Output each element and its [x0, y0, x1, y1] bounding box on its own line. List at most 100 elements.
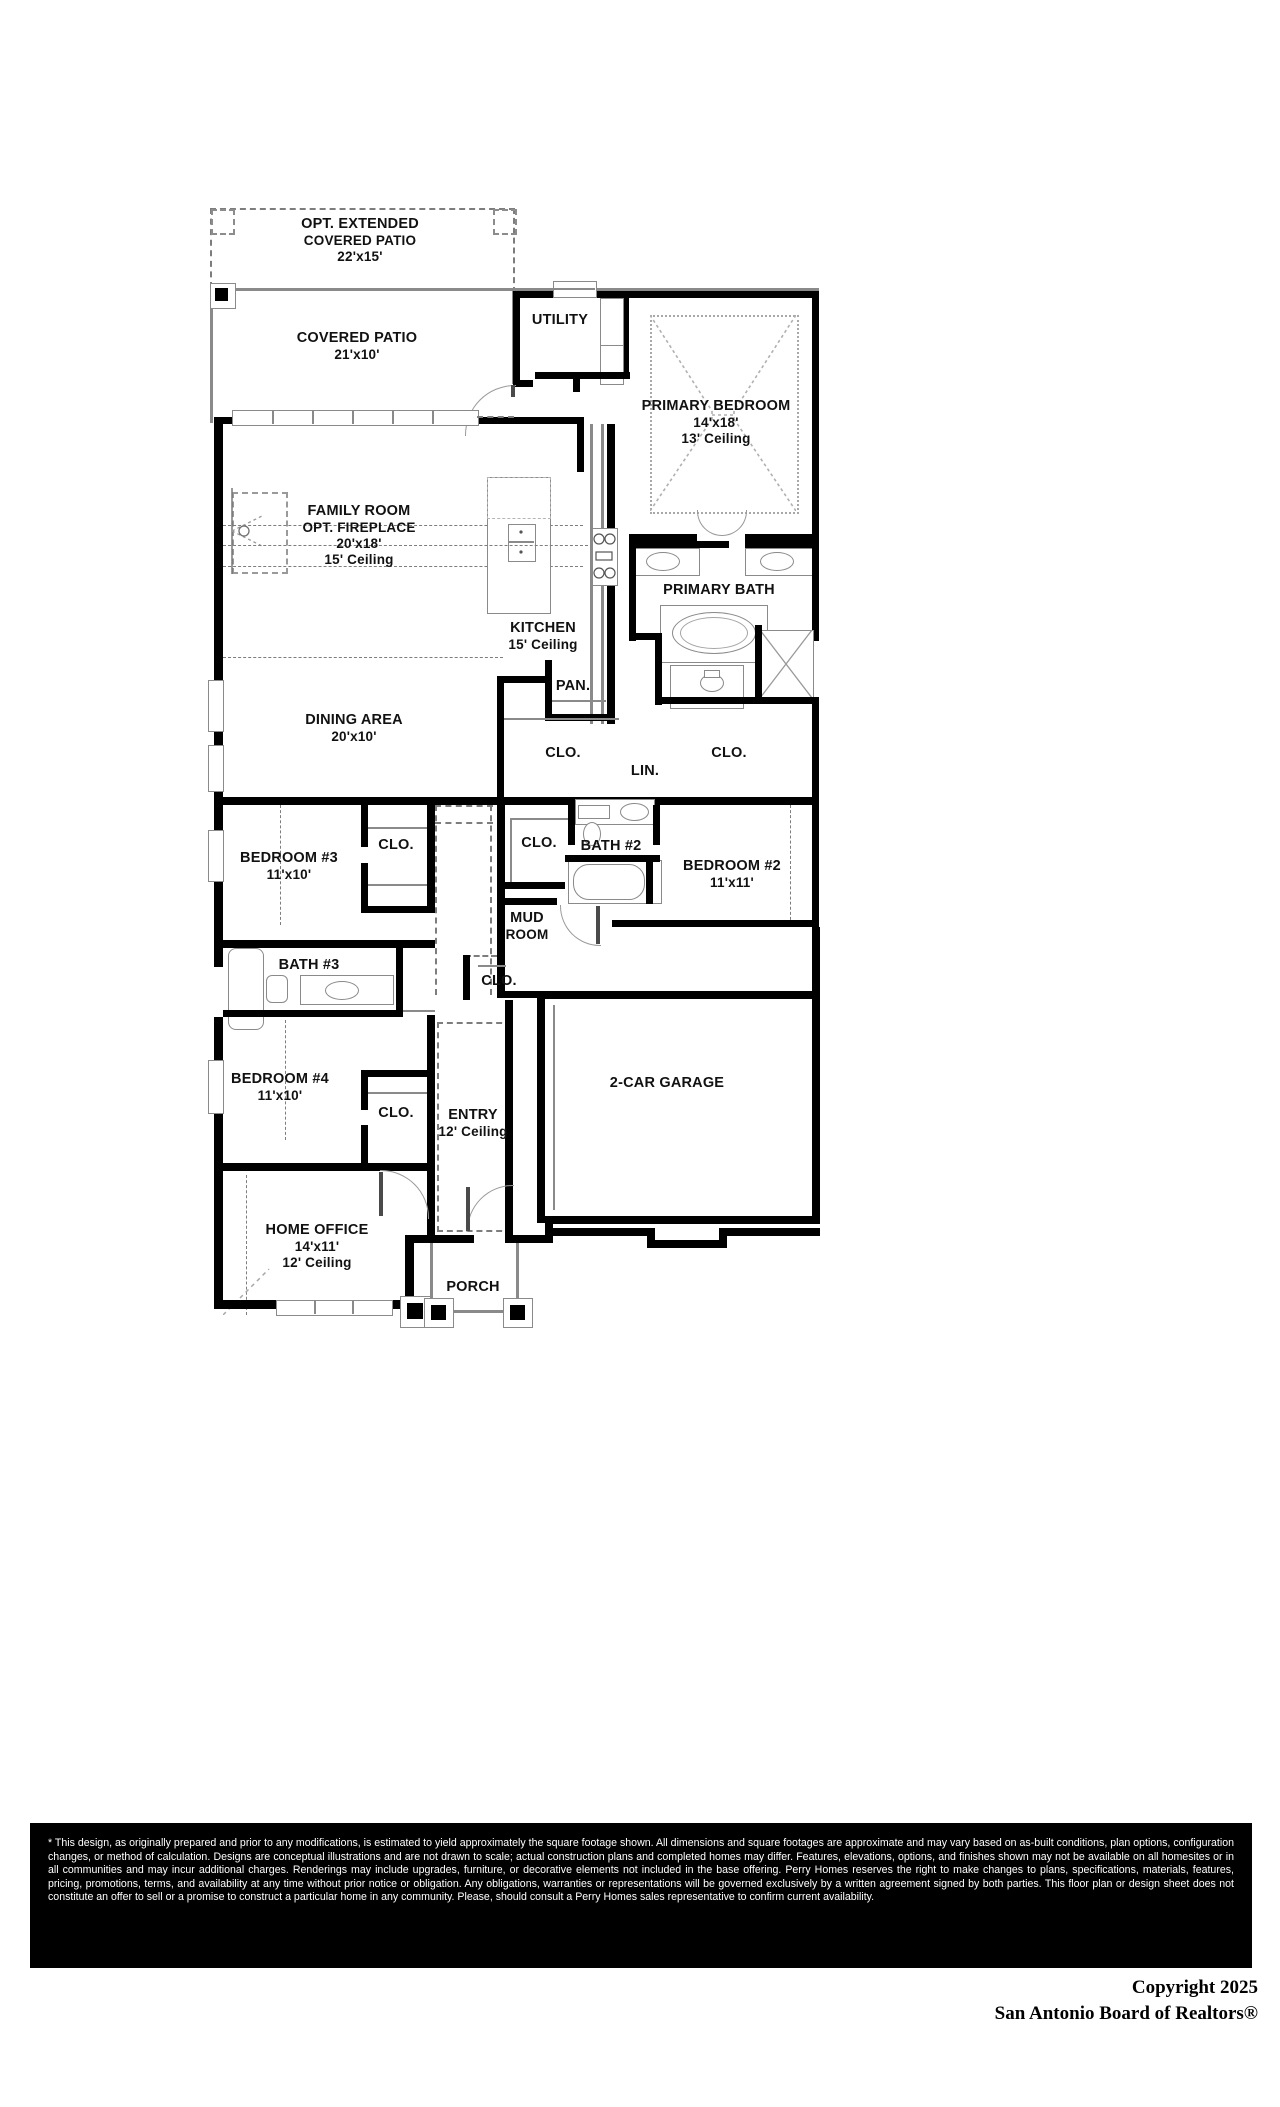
mudroom-closet-dash: [465, 955, 497, 957]
porch-column-left-fill: [431, 1305, 446, 1320]
room-label-closet-mud: CLO.: [481, 973, 517, 989]
bath2-wall-tub-right: [646, 862, 653, 904]
bedroom4-closet-wall-right: [427, 1015, 435, 1165]
opt-extended-patio-corner-post-right: [493, 209, 517, 235]
opt-extended-patio-outline-left: [210, 208, 212, 288]
disclaimer-banner: * This design, as originally prepared an…: [30, 1823, 1252, 1968]
copyright-credit: Copyright 2025 San Antonio Board of Real…: [618, 1975, 1258, 2027]
kitchen-sink-divider: [508, 541, 534, 543]
exterior-wall-left-upper: [214, 417, 223, 797]
garage-wall-left: [537, 998, 545, 1223]
kitchen-wall-left-lower: [497, 676, 504, 801]
room-label-bedroom-3: BEDROOM #3 11'x10': [240, 850, 338, 882]
bedroom4-guide: [285, 1020, 286, 1140]
utility-wall-stub: [573, 372, 580, 392]
room-label-covered-patio: COVERED PATIO 21'x10': [296, 330, 418, 362]
room-label-bedroom-4: BEDROOM #4 11'x10': [231, 1071, 329, 1103]
pantry-wall-left: [545, 660, 552, 720]
kitchen-sink-faucet: [519, 530, 523, 554]
bath2-closet-shelf-side: [510, 818, 512, 888]
mudroom-door-leaf: [596, 906, 600, 944]
family-window-div-3: [352, 410, 354, 424]
utility-appliance: [600, 345, 624, 385]
bath2-wall-mid: [568, 805, 575, 845]
bedroom4-closet-wall-top: [361, 1070, 435, 1077]
room-label-bath-3: BATH #3: [278, 957, 340, 973]
board-of-realtors-line: San Antonio Board of Realtors®: [994, 2003, 1258, 2024]
utility-counter: [600, 298, 624, 350]
garage-interior-line-left: [553, 1005, 555, 1210]
family-window-div-2: [312, 410, 314, 424]
porch-column-right-fill: [510, 1305, 525, 1320]
bath2-wall-tub-top: [565, 855, 660, 862]
exterior-wall-left-mid: [214, 797, 223, 967]
utility-window: [553, 281, 597, 298]
utility-door-leaf: [511, 385, 515, 397]
porch-wall-bottom: [430, 1310, 519, 1313]
primary-bedroom-wall-bottom-left: [629, 534, 697, 541]
hall-dash-right: [490, 805, 492, 995]
family-window-div-1: [272, 410, 274, 424]
bedroom3-closet-shelf-top: [368, 827, 430, 829]
copyright-line: Copyright 2025: [1131, 1977, 1258, 1998]
bedroom4-closet-shelf: [368, 1092, 430, 1094]
hall-dash-top: [435, 805, 493, 807]
utility-wall-left-stub: [513, 380, 533, 387]
dining-window-left: [208, 680, 224, 732]
room-label-utility: UTILITY: [531, 312, 589, 328]
bath3-sink: [325, 981, 359, 1000]
bedroom2-wall-right: [812, 797, 819, 927]
opt-fireplace-outline: [232, 492, 288, 574]
bedroom4-closet-wall-left: [361, 1070, 368, 1110]
opt-extended-patio-corner-post-left: [211, 209, 235, 235]
bath2-wall-left: [497, 797, 505, 907]
entry-wall-right: [505, 1000, 513, 1235]
porch-wall-top-left: [414, 1235, 474, 1243]
room-label-entry: ENTRY 12' Ceiling: [438, 1107, 508, 1139]
primary-bath-shower-wall-left: [755, 625, 762, 703]
room-label-home-office: HOME OFFICE 14'x11' 12' Ceiling: [265, 1222, 369, 1270]
hall-dash-inner: [435, 822, 493, 824]
room-label-closet-bath-2: CLO.: [521, 835, 557, 851]
mudroom-wall-top: [497, 898, 557, 905]
garage-step-5: [719, 1228, 727, 1248]
garage-step-4: [647, 1240, 727, 1248]
room-label-primary-bath: PRIMARY BATH: [663, 582, 775, 598]
primary-bedroom-wall-top-thick: [629, 291, 819, 298]
garage-wall-top: [537, 991, 819, 999]
covered-patio-wall-left: [210, 288, 213, 423]
room-label-kitchen: KITCHEN 15' Ceiling: [508, 620, 578, 652]
primary-bath-shower-x: [760, 630, 812, 698]
bedroom3-closet-wall-left-2: [361, 863, 368, 913]
dining-window-left-2: [208, 745, 224, 792]
primary-bath-tub-inner: [680, 617, 748, 649]
home-office-wall-right: [405, 1235, 414, 1309]
room-label-closet-primary-right: CLO.: [711, 745, 747, 761]
mudroom-wall-bottom: [497, 991, 557, 998]
kitchen-upper-dash: [487, 477, 551, 519]
bath2-closet-shelf: [510, 818, 568, 820]
entry-door-swing-front: [467, 1185, 514, 1232]
covered-patio-column-fill: [215, 288, 228, 301]
room-label-dining-area: DINING AREA 20'x10': [305, 712, 403, 744]
primary-bedroom-wall-top: [629, 288, 819, 291]
entry-wall-left: [427, 1165, 435, 1235]
entry-door-leaf-left: [379, 1172, 383, 1216]
bedroom3-guide: [280, 805, 281, 925]
exterior-wall-right-segment: [812, 697, 819, 799]
primary-bedroom-tray-lines: [650, 315, 796, 511]
garage-step-3: [647, 1228, 655, 1248]
entry-door-swing-left: [380, 1170, 429, 1219]
exterior-wall-right-top: [812, 291, 819, 541]
primary-bedroom-door-swing-left: [697, 510, 723, 536]
family-room-wall-right-upper: [577, 417, 584, 472]
room-label-linen: LIN.: [630, 763, 660, 779]
floor-plan-drawing: OPT. EXTENDED COVERED PATIO 22'x15' COVE…: [208, 208, 820, 1328]
office-window-div-1: [314, 1300, 316, 1314]
room-label-closet-bedroom-4: CLO.: [378, 1105, 414, 1121]
bedroom2-wall-bottom: [612, 920, 819, 927]
office-window-div-2: [352, 1300, 354, 1314]
bath2-sink: [620, 803, 649, 821]
entry-dash-top: [437, 1022, 512, 1024]
primary-bath-wall-right: [812, 541, 819, 641]
